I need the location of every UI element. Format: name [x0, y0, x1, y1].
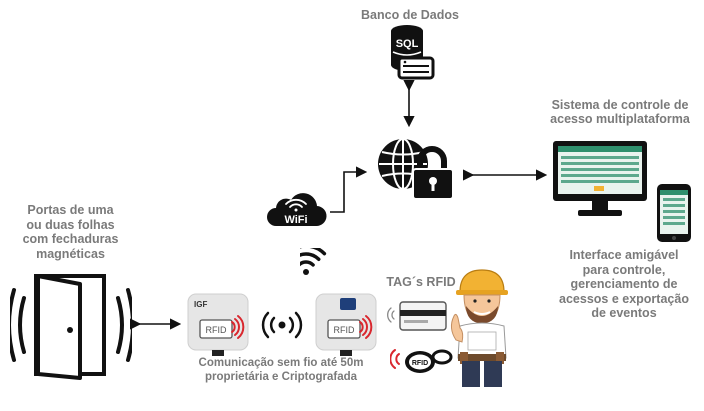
system-title-line1: Sistema de controle de — [551, 98, 689, 112]
wifi-signal-icon — [300, 248, 327, 275]
system-desc-line5: de eventos — [591, 306, 657, 320]
arrow-wifi-globe — [330, 166, 368, 213]
door-icon — [10, 274, 132, 380]
rfid-keyfob-icon: RFID — [390, 349, 453, 373]
rfid-card-icon — [387, 301, 447, 331]
keyfob-text: RFID — [412, 360, 428, 367]
system-title: Sistema de controle de acesso multiplata… — [540, 98, 700, 126]
sql-text: SQL — [396, 38, 419, 50]
communication-line1: Comunicação sem fio até 50m — [198, 357, 364, 369]
system-desc-line3: gerenciamento de — [570, 277, 678, 291]
reader-left-brand: IGF — [194, 300, 207, 309]
doors-line2: ou duas folhas — [26, 217, 115, 232]
globe-lock-icon — [378, 138, 454, 200]
wifi-cloud-icon: WiFi — [267, 193, 327, 227]
monitor-icon — [553, 141, 647, 216]
worker-icon — [450, 269, 508, 387]
rfid-reader-left: IGF RFID — [187, 293, 249, 356]
system-desc-line2: para controle, — [582, 262, 666, 277]
system-desc-line1: Interface amigável — [569, 248, 679, 262]
system-description: Interface amigável para controle, gerenc… — [548, 248, 700, 321]
broadcast-icon — [261, 311, 303, 339]
doors-title: Portas de uma ou duas folhas com fechadu… — [8, 203, 133, 261]
reader-left-label: RFID — [206, 325, 227, 335]
doors-line3: com fechaduras — [22, 232, 119, 246]
smartphone-icon — [657, 184, 691, 242]
system-desc-line4: acessos e exportação — [559, 291, 689, 306]
system-title-line2: acesso multiplataforma — [550, 112, 690, 126]
communication-line2: proprietária e Criptografada — [204, 370, 358, 383]
database-icon: SQL — [391, 25, 435, 80]
rfid-reader-right: RFID — [315, 293, 377, 356]
communication-label: Comunicação sem fio até 50m proprietária… — [196, 357, 366, 384]
reader-right-label: RFID — [334, 325, 355, 335]
wifi-text: WiFi — [284, 214, 307, 226]
doors-line4: magnéticas — [36, 246, 105, 261]
tags-title: TAG´s RFID — [386, 275, 456, 289]
doors-line1: Portas de uma — [27, 203, 114, 217]
database-title: Banco de Dados — [361, 8, 459, 22]
